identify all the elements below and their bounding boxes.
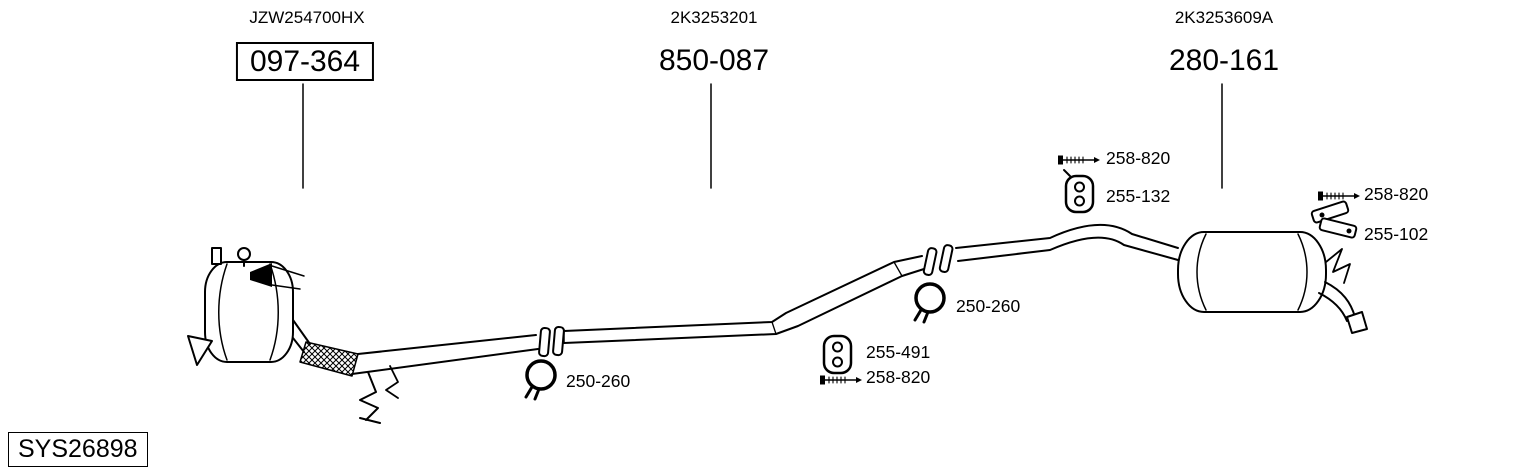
hanger-icon <box>822 334 853 375</box>
bolt-icon <box>819 374 863 386</box>
hanger-icon <box>1063 169 1095 214</box>
bolt-icon <box>1057 154 1101 166</box>
callout-label: 250-260 <box>956 296 1021 316</box>
bracket-icon <box>1310 200 1358 239</box>
system-code-label: SYS26898 <box>8 432 148 467</box>
center-pipe-drawing <box>563 255 925 344</box>
callout-label: 255-491 <box>866 342 931 362</box>
callout-label: 250-260 <box>566 371 631 391</box>
part-number-label: 280-161 <box>1168 44 1280 77</box>
ref-code-label: 2K3253201 <box>670 8 758 27</box>
part-number-label: 850-087 <box>658 44 770 77</box>
pipe-flange-drawing <box>922 244 954 276</box>
bolt-icon <box>1317 190 1361 202</box>
callout-label: 255-102 <box>1364 224 1429 244</box>
rear-muffler-drawing <box>955 224 1368 334</box>
callout-label: 255-132 <box>1106 186 1171 206</box>
clamp-icon <box>913 282 946 324</box>
pipe-flange-drawing <box>538 325 565 358</box>
callout-label: 258-820 <box>1106 148 1171 168</box>
ref-code-label: JZW254700HX <box>249 8 365 27</box>
callout-label: 258-820 <box>866 367 931 387</box>
part-number-label: 097-364 <box>235 42 375 81</box>
callout-label: 258-820 <box>1364 184 1429 204</box>
clamp-icon <box>524 359 557 401</box>
ref-code-label: 2K3253609A <box>1174 8 1274 27</box>
dpf-catalyst-drawing <box>187 247 539 424</box>
